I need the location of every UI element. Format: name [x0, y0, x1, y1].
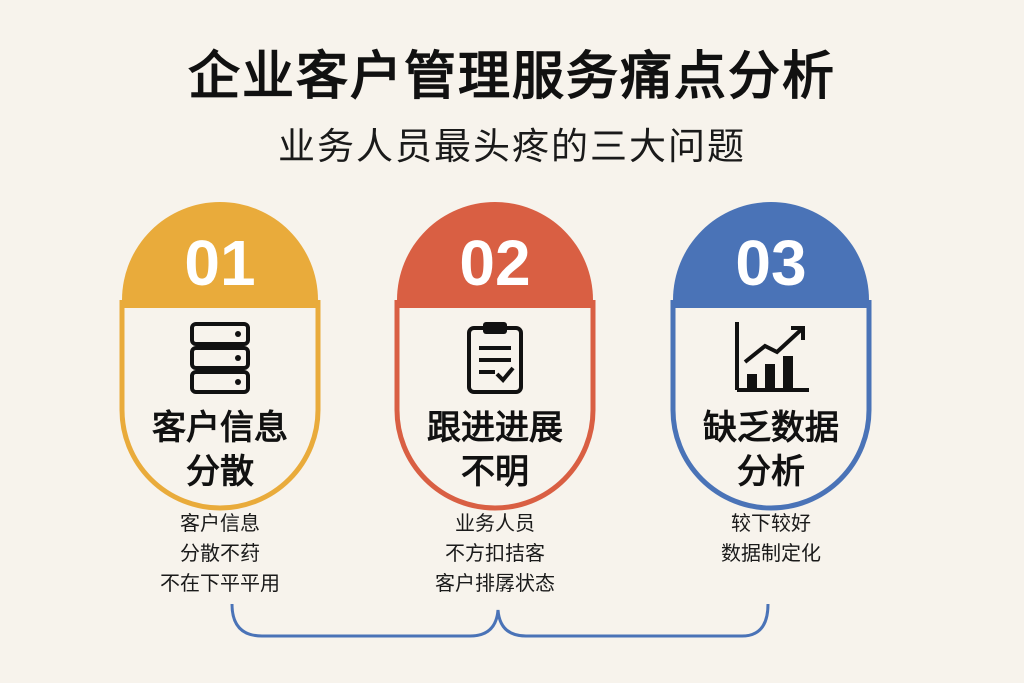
card-3-header [673, 202, 869, 308]
card-3-heading-line-1: 缺乏数据 [703, 408, 839, 448]
page-subtitle: 业务人员最头疼的三大问题 [278, 125, 746, 168]
card-1-heading: 客户信息 分散 [120, 406, 320, 494]
card-3-desc-line-2: 数据制定化 [721, 541, 821, 565]
card-1-desc-line-2: 分散不荮 [180, 541, 260, 565]
card-2-outline [394, 300, 596, 511]
card-2-description: 业务人员 不方扣拮客 客户排孱状态 [385, 508, 605, 598]
card-2-heading-line-1: 跟进进展 [427, 408, 563, 448]
clipboard-check-icon [467, 322, 523, 394]
card-1-header [122, 202, 318, 308]
card-3-heading: 缺乏数据 分析 [671, 406, 871, 494]
connector-brace [230, 603, 770, 638]
card-1-heading-line-2: 分散 [186, 452, 254, 492]
page-title: 企业客户管理服务痛点分析 [187, 47, 836, 107]
card-3-description: 较下较好 数据制定化 [661, 508, 881, 568]
bar-chart-growth-icon [735, 322, 809, 392]
card-1-outline [119, 300, 321, 511]
card-3-heading-line-2: 分析 [737, 452, 805, 492]
card-2-desc-line-1: 业务人员 [455, 511, 535, 535]
card-3-desc-line-1: 较下较好 [731, 511, 811, 535]
card-3-number: 03 [735, 227, 807, 299]
card-2-heading: 跟进进展 不明 [395, 406, 595, 494]
card-1-desc-line-1: 客户信息 [180, 511, 260, 535]
card-2-header [397, 202, 593, 308]
card-3-outline [670, 300, 872, 511]
card-2-heading-line-2: 不明 [461, 452, 529, 492]
card-2-desc-line-2: 不方扣拮客 [445, 541, 545, 565]
card-1-heading-line-1: 客户信息 [152, 408, 288, 448]
card-1-desc-line-3: 不在下平平用 [160, 571, 280, 595]
card-2-number: 02 [459, 227, 531, 299]
server-icon [190, 322, 250, 394]
card-2-desc-line-3: 客户排孱状态 [435, 571, 555, 595]
card-1-number: 01 [184, 227, 256, 299]
card-1-description: 客户信息 分散不荮 不在下平平用 [110, 508, 330, 598]
